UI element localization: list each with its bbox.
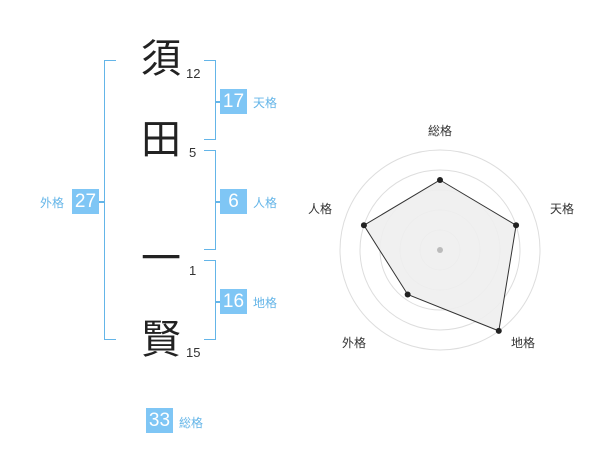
chikaku-connector <box>215 301 221 303</box>
jinkaku-bracket <box>204 150 216 250</box>
jinkaku-label: 人格 <box>253 196 278 210</box>
radar-ring <box>359 169 521 331</box>
radar-point-1 <box>513 222 520 229</box>
radar-label-jinkaku: 人格 <box>308 201 332 216</box>
gaikaku-connector <box>98 201 105 203</box>
stroke-count-3: 1 <box>189 263 197 278</box>
soukaku-value: 33 <box>146 408 173 433</box>
jinkaku-connector <box>215 201 221 203</box>
radar-point-4 <box>360 222 367 229</box>
tenkaku-label: 天格 <box>253 96 278 110</box>
radar-ring <box>339 149 541 351</box>
radar-point-2 <box>495 327 502 334</box>
radar-polygon <box>363 179 517 332</box>
radar-points <box>360 177 520 334</box>
radar-center-dot <box>437 247 443 253</box>
name-char-1: 須 <box>141 36 181 82</box>
radar-label-soukaku: 総格 <box>428 123 452 138</box>
soukaku-label: 総格 <box>179 416 204 430</box>
chikaku-value: 16 <box>220 289 247 314</box>
radar-label-gaikaku: 外格 <box>342 335 366 350</box>
radar-label-chikaku: 地格 <box>511 335 535 350</box>
gaikaku-label: 外格 <box>40 196 65 210</box>
gaikaku-value: 27 <box>72 189 99 214</box>
chikaku-bracket <box>204 260 216 340</box>
tenkaku-value: 17 <box>220 89 247 114</box>
stroke-count-4: 15 <box>186 345 201 360</box>
radar-point-0 <box>437 177 443 183</box>
stroke-count-2: 5 <box>189 145 197 160</box>
gaikaku-bracket <box>104 60 116 340</box>
radar-point-3 <box>404 291 411 298</box>
jinkaku-value: 6 <box>220 189 247 214</box>
tenkaku-connector <box>215 101 221 103</box>
chikaku-label: 地格 <box>253 296 278 310</box>
name-char-2: 田 <box>141 117 181 163</box>
radar-label-tenkaku: 天格 <box>550 201 574 216</box>
tenkaku-bracket <box>204 60 216 140</box>
name-char-3: 一 <box>141 236 181 282</box>
stroke-count-1: 12 <box>186 66 201 81</box>
name-char-4: 賢 <box>141 317 181 363</box>
